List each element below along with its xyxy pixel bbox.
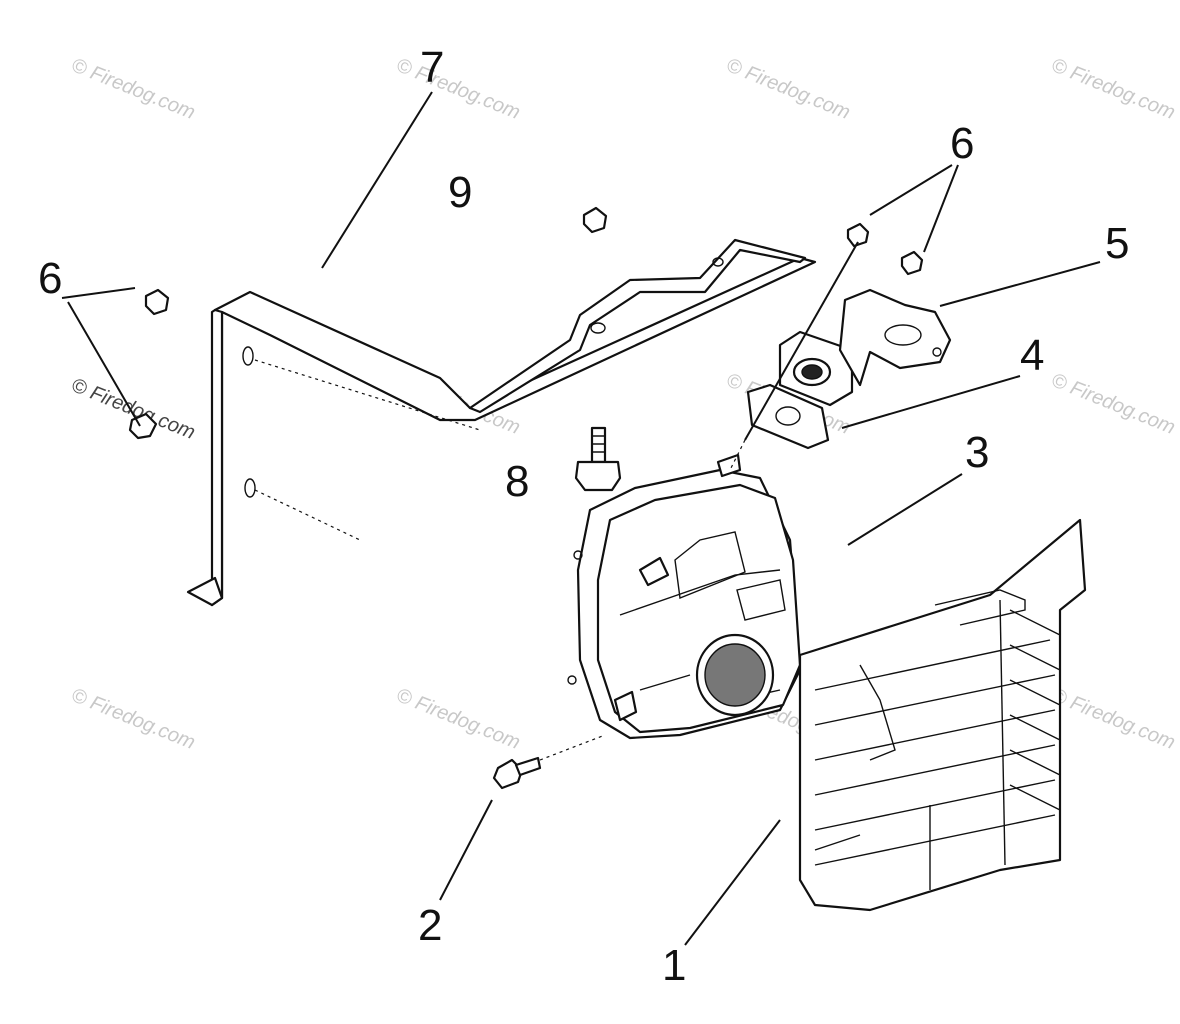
nut xyxy=(144,288,170,316)
watermark: © Firedog.com xyxy=(723,54,853,124)
callout-3: 3 xyxy=(965,428,989,477)
exhaust-pipe xyxy=(778,288,952,407)
callout-2: 2 xyxy=(418,901,442,950)
watermark: © Firedog.com xyxy=(1048,684,1178,754)
callout-6-left: 6 xyxy=(38,254,62,303)
callout-7: 7 xyxy=(420,43,444,92)
callout-8: 8 xyxy=(505,457,529,506)
muffler xyxy=(539,439,802,761)
callout-5: 5 xyxy=(1105,219,1129,268)
screw-part-2 xyxy=(492,756,542,790)
slot-hole xyxy=(244,478,256,498)
guard-ribs xyxy=(814,599,1061,890)
leader-lines xyxy=(61,91,1101,946)
bolt-part-8 xyxy=(574,426,622,492)
watermark: © Firedog.com xyxy=(393,684,523,754)
bolt-hole xyxy=(712,257,724,267)
watermark: © Firedog.com xyxy=(68,54,198,124)
bolt-hole xyxy=(590,322,606,334)
muffler-guard xyxy=(798,518,1087,912)
watermark: © Firedog.com xyxy=(393,54,523,124)
nut xyxy=(582,206,608,234)
nuts xyxy=(128,206,924,440)
watermark: © Firedog.com xyxy=(68,684,198,754)
callout-4: 4 xyxy=(1020,331,1044,380)
callouts: 7 9 6 6 5 4 3 8 2 1 xyxy=(38,43,1129,990)
nut xyxy=(900,250,924,276)
watermark: © Firedog.com xyxy=(1048,369,1178,439)
callout-9: 9 xyxy=(448,168,472,217)
callout-1: 1 xyxy=(662,941,686,990)
mounting-bracket xyxy=(186,238,817,607)
callout-6-right: 6 xyxy=(950,119,974,168)
nut xyxy=(846,222,870,248)
slot-hole xyxy=(242,346,254,366)
watermark: © Firedog.com xyxy=(1048,54,1178,124)
